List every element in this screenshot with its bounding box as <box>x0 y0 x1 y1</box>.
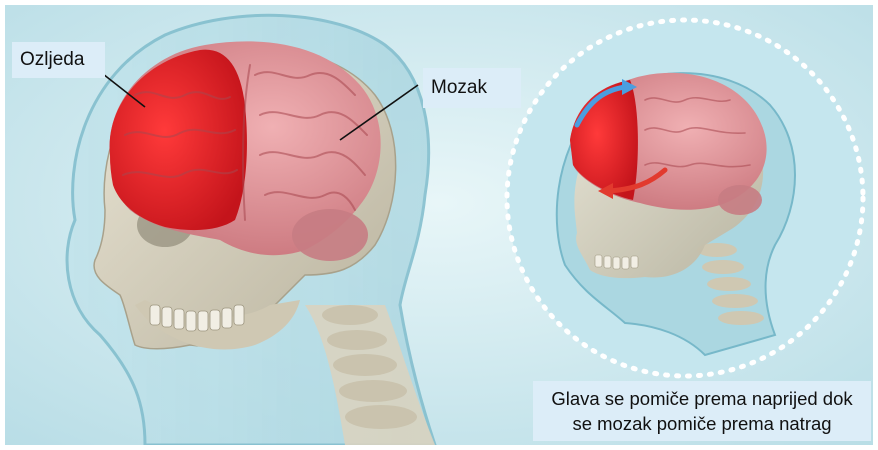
inset-circle <box>507 20 863 376</box>
injury-label: Ozljeda <box>12 42 105 78</box>
caption-box: Glava se pomiče prema naprijed dok se mo… <box>533 381 871 441</box>
small-cerebellum <box>718 185 762 215</box>
brain-label: Mozak <box>423 68 521 108</box>
caption-line-1: Glava se pomiče prema naprijed dok <box>533 386 871 411</box>
illustration-scene: Ozljeda Mozak <box>5 5 873 445</box>
cerebellum <box>292 209 368 261</box>
caption-line-2: se mozak pomiče prema natrag <box>533 411 871 436</box>
small-teeth <box>595 255 638 269</box>
